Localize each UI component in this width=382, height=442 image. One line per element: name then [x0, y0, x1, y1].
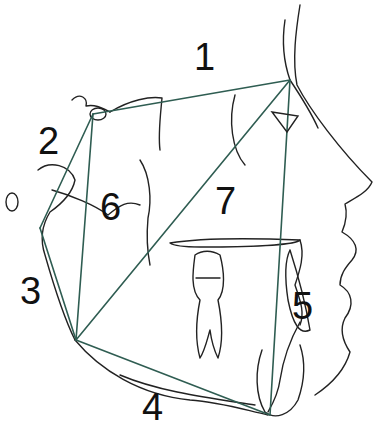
- callout-number: 4: [142, 388, 163, 426]
- callout-number: 5: [292, 287, 313, 325]
- callout-number: 7: [215, 182, 236, 220]
- callout-number: 2: [38, 122, 59, 160]
- callout-number: 6: [100, 188, 121, 226]
- callout-number: 3: [20, 272, 41, 310]
- callout-number: 1: [194, 38, 215, 76]
